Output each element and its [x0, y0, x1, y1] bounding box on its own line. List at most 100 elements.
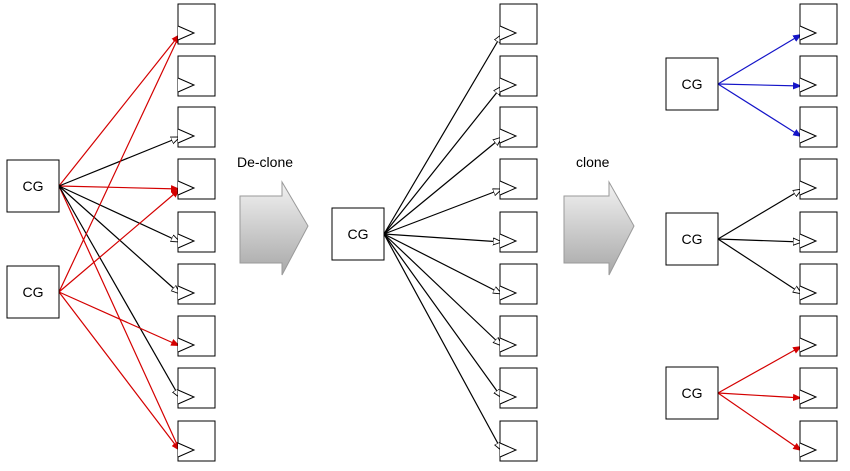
middle-wire-cg0-sink2: [383, 137, 502, 235]
right-wire-cg0-sink2: [717, 83, 803, 138]
left-wire-cg0-sink4: [58, 185, 180, 243]
clock-pin-icon: [799, 337, 818, 353]
right-flipflop-5: [799, 263, 838, 305]
declone-step: De-clone: [237, 154, 309, 276]
clock-pin-icon: [799, 180, 818, 196]
right-clock-gate-0: CG: [665, 57, 719, 111]
left-clock-gate-0: CG: [6, 159, 60, 213]
middle-flipflop-8: [499, 420, 538, 462]
right-wire-cg1-sink4: [717, 239, 802, 242]
clone-label: clone: [576, 154, 610, 170]
clock-pin-icon: [499, 285, 518, 301]
right-wire-cg1-sink3: [717, 189, 802, 240]
clock-pin-icon: [799, 233, 818, 249]
clock-pin-icon: [177, 180, 196, 196]
left-wire-cg0-sink0: [58, 33, 181, 187]
left-wire-cg0-sink3: [58, 185, 181, 193]
clock-pin-icon: [499, 180, 518, 196]
right-flipflop-0: [799, 3, 838, 45]
left-flipflop-6: [177, 315, 216, 357]
clock-pin-icon: [499, 337, 518, 353]
clock-pin-icon: [799, 77, 818, 93]
clock-pin-icon: [799, 389, 818, 405]
clock-pin-icon: [799, 128, 818, 144]
left-wire-cg1-sink3: [58, 188, 181, 293]
clone-block-arrow: [563, 180, 635, 276]
clock-gate-box: [331, 207, 385, 261]
right-flipflop-6: [799, 315, 838, 357]
left-wire-cg1-sink8: [58, 291, 181, 452]
clock-pin-icon: [799, 25, 818, 41]
clock-pin-icon: [799, 285, 818, 301]
flipflop-box: [499, 55, 538, 97]
clock-gate-box: [6, 159, 60, 213]
middle-wire-cg0-sink1: [383, 86, 502, 235]
middle-wire-cg0-sink4: [383, 233, 502, 242]
left-flipflop-4: [177, 211, 216, 253]
clock-pin-icon: [177, 77, 196, 93]
clock-pin-icon: [499, 128, 518, 144]
clock-pin-icon: [177, 233, 196, 249]
middle-wire-cg0-sink8: [383, 233, 502, 451]
clock-pin-icon: [177, 442, 196, 458]
nodes-layer: CG CG CG CG CG CG: [6, 3, 838, 462]
left-flipflop-1: [177, 55, 216, 97]
right-wire-cg2-sink8: [717, 392, 803, 452]
left-flipflop-2: [177, 106, 216, 148]
middle-flipflop-0: [499, 3, 538, 45]
right-wire-cg2-sink7: [717, 392, 803, 402]
middle-wire-cg0-sink3: [383, 189, 502, 235]
clock-pin-icon: [499, 389, 518, 405]
clock-gate-box: [665, 57, 719, 111]
right-wire-cg2-sink6: [717, 345, 803, 394]
clock-gate-box: [665, 366, 719, 420]
right-flipflop-3: [799, 158, 838, 200]
middle-flipflop-3: [499, 158, 538, 200]
flipflop-box: [177, 211, 216, 253]
clock-gate-label: CG: [682, 76, 703, 92]
left-wire-cg1-sink0: [58, 33, 181, 293]
clock-gate-label: CG: [682, 385, 703, 401]
left-clock-gate-1: CG: [6, 265, 60, 319]
right-flipflop-8: [799, 420, 838, 462]
left-flipflop-5: [177, 263, 216, 305]
clock-gate-box: [6, 265, 60, 319]
right-flipflop-2: [799, 106, 838, 148]
clock-pin-icon: [177, 337, 196, 353]
clock-pin-icon: [499, 233, 518, 249]
right-flipflop-4: [799, 211, 838, 253]
middle-flipflop-2: [499, 106, 538, 148]
middle-flipflop-6: [499, 315, 538, 357]
right-wire-cg0-sink1: [717, 82, 803, 90]
clock-pin-icon: [499, 77, 518, 93]
clock-gate-label: CG: [348, 226, 369, 242]
wires-layer: [58, 33, 803, 452]
left-wire-cg0-sink7: [58, 185, 180, 398]
middle-wire-cg0-sink5: [383, 233, 502, 294]
clock-gate-label: CG: [682, 231, 703, 247]
clock-gate-label: CG: [23, 178, 44, 194]
middle-wire-cg0-sink0: [383, 34, 502, 235]
clock-pin-icon: [177, 25, 196, 41]
clock-pin-icon: [799, 442, 818, 458]
left-flipflop-0: [177, 3, 216, 45]
right-flipflop-1: [799, 55, 838, 97]
clock-pin-icon: [177, 128, 196, 144]
clock-pin-icon: [177, 389, 196, 405]
clock-pin-icon: [177, 285, 196, 301]
declone-label: De-clone: [237, 154, 293, 170]
declone-block-arrow: [239, 180, 309, 276]
middle-flipflop-5: [499, 263, 538, 305]
left-flipflop-7: [177, 367, 216, 409]
clock-pin-icon: [499, 442, 518, 458]
right-flipflop-7: [799, 367, 838, 409]
right-wire-cg1-sink5: [717, 238, 802, 294]
middle-clock-gate-0: CG: [331, 207, 385, 261]
left-flipflop-8: [177, 420, 216, 462]
flipflop-box: [499, 211, 538, 253]
left-wire-cg0-sink2: [58, 136, 180, 187]
flipflop-box: [177, 315, 216, 357]
clone-step: clone: [563, 154, 635, 276]
middle-flipflop-1: [499, 55, 538, 97]
